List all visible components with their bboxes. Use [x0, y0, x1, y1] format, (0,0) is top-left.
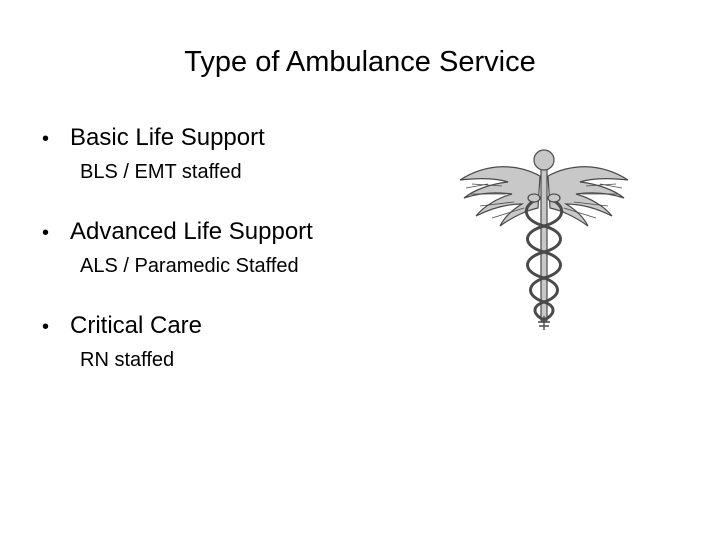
list-item-critical-care: • Critical Care RN staffed — [42, 308, 442, 375]
bullet-detail: RN staffed — [80, 349, 175, 371]
left-wing — [459, 166, 541, 227]
snake-left — [525, 198, 562, 322]
bullet-detail: ALS / Paramedic Staffed — [80, 255, 299, 277]
bullet-label: Critical Care — [70, 312, 203, 339]
bullet-line: • Critical Care — [42, 308, 442, 345]
snake-head-right — [547, 193, 561, 203]
list-item-basic-life-support: • Basic Life Support BLS / EMT staffed — [42, 120, 442, 187]
bullet-list: • Basic Life Support BLS / EMT staffed •… — [42, 120, 442, 375]
bullet-label: Advanced Life Support — [70, 218, 313, 245]
bullet-line: • Basic Life Support — [42, 120, 442, 157]
bullet-dot: • — [42, 128, 50, 150]
staff-knob — [533, 149, 555, 171]
bullet-label: Basic Life Support — [70, 124, 265, 151]
right-wing — [547, 166, 629, 227]
list-item-advanced-life-support: • Advanced Life Support ALS / Paramedic … — [42, 214, 442, 281]
bullet-dot: • — [42, 222, 50, 244]
bullet-detail: BLS / EMT staffed — [80, 161, 242, 183]
caduceus-icon — [459, 149, 629, 330]
snake-right — [526, 198, 563, 322]
bullet-dot: • — [42, 316, 50, 338]
slide-title: Type of Ambulance Service — [184, 46, 536, 78]
staff — [540, 163, 548, 323]
snake-head-left — [527, 193, 541, 203]
staff-tip — [538, 316, 550, 330]
bullet-line: • Advanced Life Support — [42, 214, 442, 251]
